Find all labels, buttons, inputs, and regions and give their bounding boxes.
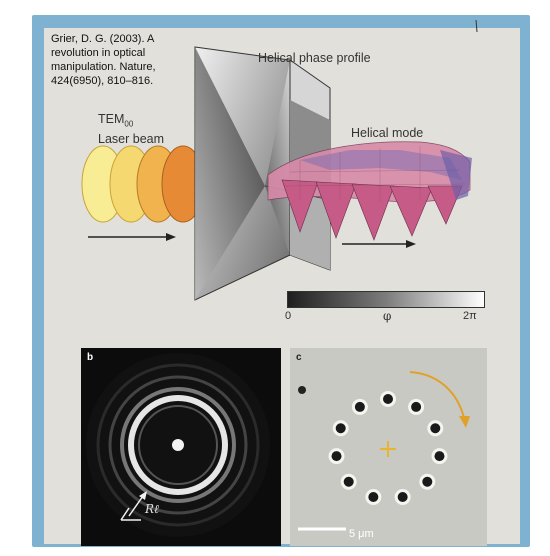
particle <box>411 402 421 412</box>
citation-text: Grier, D. G. (2003). A revolution in opt… <box>51 32 181 88</box>
laser-beam-label: TEM00Laser beam <box>98 112 164 146</box>
particle <box>336 423 346 433</box>
ring-pattern-icon <box>81 348 281 546</box>
particle <box>368 492 378 502</box>
center-cross-icon <box>380 441 396 457</box>
helical-phase-profile-label: Helical phase profile <box>258 51 371 65</box>
radius-label: Rℓ <box>145 502 159 517</box>
particle <box>383 394 393 404</box>
scale-bar-label: 5 μm <box>349 528 374 540</box>
panel-c-letter: c <box>296 352 302 363</box>
panel-b-image: b Rℓ <box>81 348 281 546</box>
panel-c-image: c 5 μm <box>290 348 487 546</box>
colorbar-mid-label: φ <box>383 309 391 323</box>
particle <box>398 492 408 502</box>
laser-beam-icon <box>82 146 204 222</box>
panel-b-letter: b <box>87 352 93 363</box>
particle <box>434 451 444 461</box>
colorbar-min-label: 0 <box>285 310 291 322</box>
mode-direction-arrow-icon <box>342 240 416 248</box>
colorbar-max-label: 2π <box>463 310 477 322</box>
particle-ring-icon <box>290 348 487 546</box>
particle <box>355 402 365 412</box>
margin-mark <box>476 20 477 32</box>
helical-mode-label: Helical mode <box>351 126 423 140</box>
particle <box>430 423 440 433</box>
particle <box>332 451 342 461</box>
particle <box>344 477 354 487</box>
beam-direction-arrow-icon <box>88 233 176 241</box>
phase-colorbar <box>287 291 485 308</box>
particle <box>422 477 432 487</box>
